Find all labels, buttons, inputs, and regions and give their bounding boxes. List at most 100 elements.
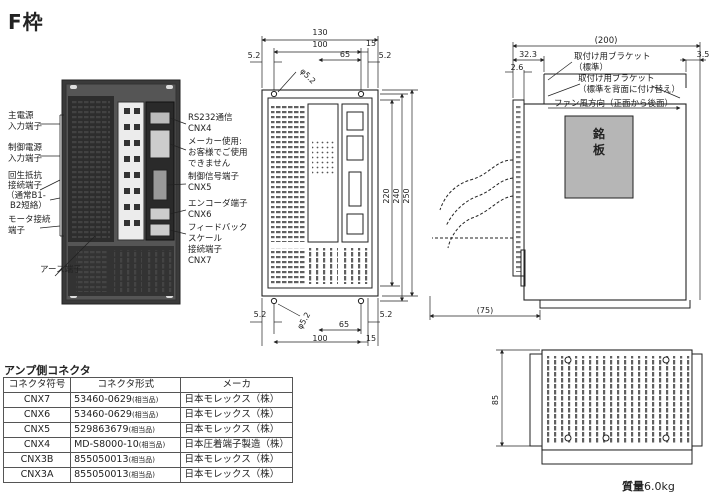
dim-2-6: 2.6 <box>511 63 524 72</box>
label-control-power-1: 制御電源 <box>8 142 43 153</box>
label-motor-2: 端子 <box>8 225 26 236</box>
cell-maker: 日本モレックス（株） <box>180 452 293 468</box>
cell-code: CNX6 <box>2 407 72 423</box>
dim-5-2-bottom-right: 5.2 <box>380 310 393 319</box>
header-maker: メーカ <box>180 377 293 393</box>
table-header-row: コネクタ符号 コネクタ形式 メーカ <box>2 377 293 393</box>
dim-220: 220 <box>382 188 391 203</box>
bottom-view <box>529 349 703 465</box>
bottom-dimension-lines <box>496 349 540 447</box>
cell-model: 53460-0629(相当品) <box>70 392 182 408</box>
cell-maker: 日本圧着端子製造（株） <box>180 437 293 453</box>
dim-5-2-top-left: 5.2 <box>248 51 261 60</box>
mount-slot <box>166 85 173 89</box>
side-view <box>432 73 691 309</box>
frame-title: F枠 <box>8 10 44 34</box>
cell-maker: 日本モレックス（株） <box>180 392 293 408</box>
mass-value: 6.0kg <box>644 480 675 493</box>
label-encoder-2: CNX6 <box>188 210 212 220</box>
dim-5-2-bottom-left: 5.2 <box>254 310 267 319</box>
mass-label: 質量 <box>622 480 644 493</box>
cell-code: CNX3B <box>2 452 72 468</box>
dim-100-bottom: 100 <box>312 334 327 343</box>
cell-model: 855050013(相当品) <box>70 452 182 468</box>
cell-model: 529863679(相当品) <box>70 422 182 438</box>
outline-front-view <box>261 89 379 305</box>
label-rs232-1: RS232通信 <box>188 112 233 123</box>
label-nameplate-2: 板 <box>593 142 606 157</box>
label-control-signal-1: 制御信号端子 <box>188 171 240 182</box>
cell-model: 53460-0629(相当品) <box>70 407 182 423</box>
label-regen-4: B2短絡） <box>10 200 47 211</box>
label-rs232-2: CNX4 <box>188 124 212 134</box>
nameplate <box>564 115 634 199</box>
label-feedback-1: フィードバック <box>188 223 247 233</box>
dim-15-top: 15 <box>366 39 376 48</box>
mass-info: 質量6.0kg <box>622 478 675 494</box>
side-labels: (200) 32.3 2.6 3.5 (75) 取付け用ブラケット （標準） 取… <box>477 36 710 315</box>
label-regen-1: 回生抵抗 <box>8 170 43 181</box>
front-leaders-left <box>39 114 96 277</box>
cell-maker: 日本モレックス（株） <box>180 422 293 438</box>
front-view <box>61 79 181 305</box>
side-dimension-lines <box>429 42 706 320</box>
label-control-signal-2: CNX5 <box>188 183 212 193</box>
mount-slot <box>70 85 77 89</box>
label-feedback-4: CNX7 <box>188 256 212 266</box>
dim-15-bottom: 15 <box>366 334 376 343</box>
dim-130: 130 <box>312 28 327 37</box>
dim-240: 240 <box>392 188 401 203</box>
label-main-power-2: 入力端子 <box>8 121 43 132</box>
label-motor-1: モータ接続 <box>8 214 51 225</box>
dim-85: 85 <box>491 395 500 405</box>
dim-hole-top: φ5.2 <box>298 67 317 86</box>
table-row: CNX4 MD-S8000-10(相当品) 日本圧着端子製造（株） <box>2 437 293 453</box>
cell-model: 855050013(相当品) <box>70 467 182 483</box>
connector-table: コネクタ符号 コネクタ形式 メーカ CNX7 53460-0629(相当品) 日… <box>2 377 293 483</box>
label-bracket-std-2: （標準） <box>574 62 608 73</box>
dim-250: 250 <box>402 188 411 203</box>
table-row: CNX3B 855050013(相当品) 日本モレックス（株） <box>2 452 293 468</box>
label-bracket-back-1: 取付け用ブラケット <box>578 73 655 84</box>
label-regen-3: （通常B1- <box>6 190 46 201</box>
dim-200: (200) <box>595 36 618 46</box>
label-regen-2: 接続端子 <box>8 180 43 191</box>
label-maker-3: できません <box>188 159 231 169</box>
connector-table-title: アンプ側コネクタ <box>4 364 91 377</box>
label-feedback-3: 接続端子 <box>188 244 223 255</box>
cell-model: MD-S8000-10(相当品) <box>70 437 182 453</box>
dim-5-2-top-right: 5.2 <box>379 51 392 60</box>
table-row: CNX5 529863679(相当品) 日本モレックス（株） <box>2 422 293 438</box>
outline-dimension-lines <box>250 36 418 346</box>
dim-75: (75) <box>477 306 493 315</box>
table-row: CNX7 53460-0629(相当品) 日本モレックス（株） <box>2 392 293 408</box>
dim-65-bottom: 65 <box>339 320 349 329</box>
cell-maker: 日本モレックス（株） <box>180 407 293 423</box>
label-encoder-1: エンコーダ端子 <box>188 198 248 209</box>
label-control-power-2: 入力端子 <box>8 153 43 164</box>
outline-dimension-labels: 130 100 65 15 5.2 5.2 φ5.2 220 240 250 5… <box>248 28 411 343</box>
dim-hole-bottom: φ5.2 <box>295 311 312 331</box>
label-main-power-1: 主電源 <box>8 110 34 121</box>
cell-code: CNX7 <box>2 392 72 408</box>
dim-65-top: 65 <box>340 50 350 59</box>
label-nameplate-1: 銘 <box>593 126 605 141</box>
cell-maker: 日本モレックス（株） <box>180 467 293 483</box>
front-labels-right: RS232通信 CNX4 メーカー使用: お客様でご使用 できません 制御信号端… <box>188 112 248 266</box>
cell-code: CNX5 <box>2 422 72 438</box>
dim-3-5: 3.5 <box>697 50 710 59</box>
label-bracket-back-2: （標準を背面に付け替え） <box>578 84 680 95</box>
front-leaders-right <box>166 117 187 235</box>
label-maker-2: お客様でご使用 <box>188 147 248 158</box>
label-maker-1: メーカー使用: <box>188 136 242 147</box>
dim-32-3: 32.3 <box>519 50 537 59</box>
cell-code: CNX3A <box>2 467 72 483</box>
header-connector-code: コネクタ符号 <box>2 377 72 393</box>
dim-100-top: 100 <box>312 40 327 49</box>
cell-code: CNX4 <box>2 437 72 453</box>
table-row: CNX6 53460-0629(相当品) 日本モレックス（株） <box>2 407 293 423</box>
label-fan-direction: ファン風方向（正面から後面） <box>554 98 673 109</box>
header-connector-model: コネクタ形式 <box>70 377 182 393</box>
table-row: CNX3A 855050013(相当品) 日本モレックス（株） <box>2 467 293 483</box>
